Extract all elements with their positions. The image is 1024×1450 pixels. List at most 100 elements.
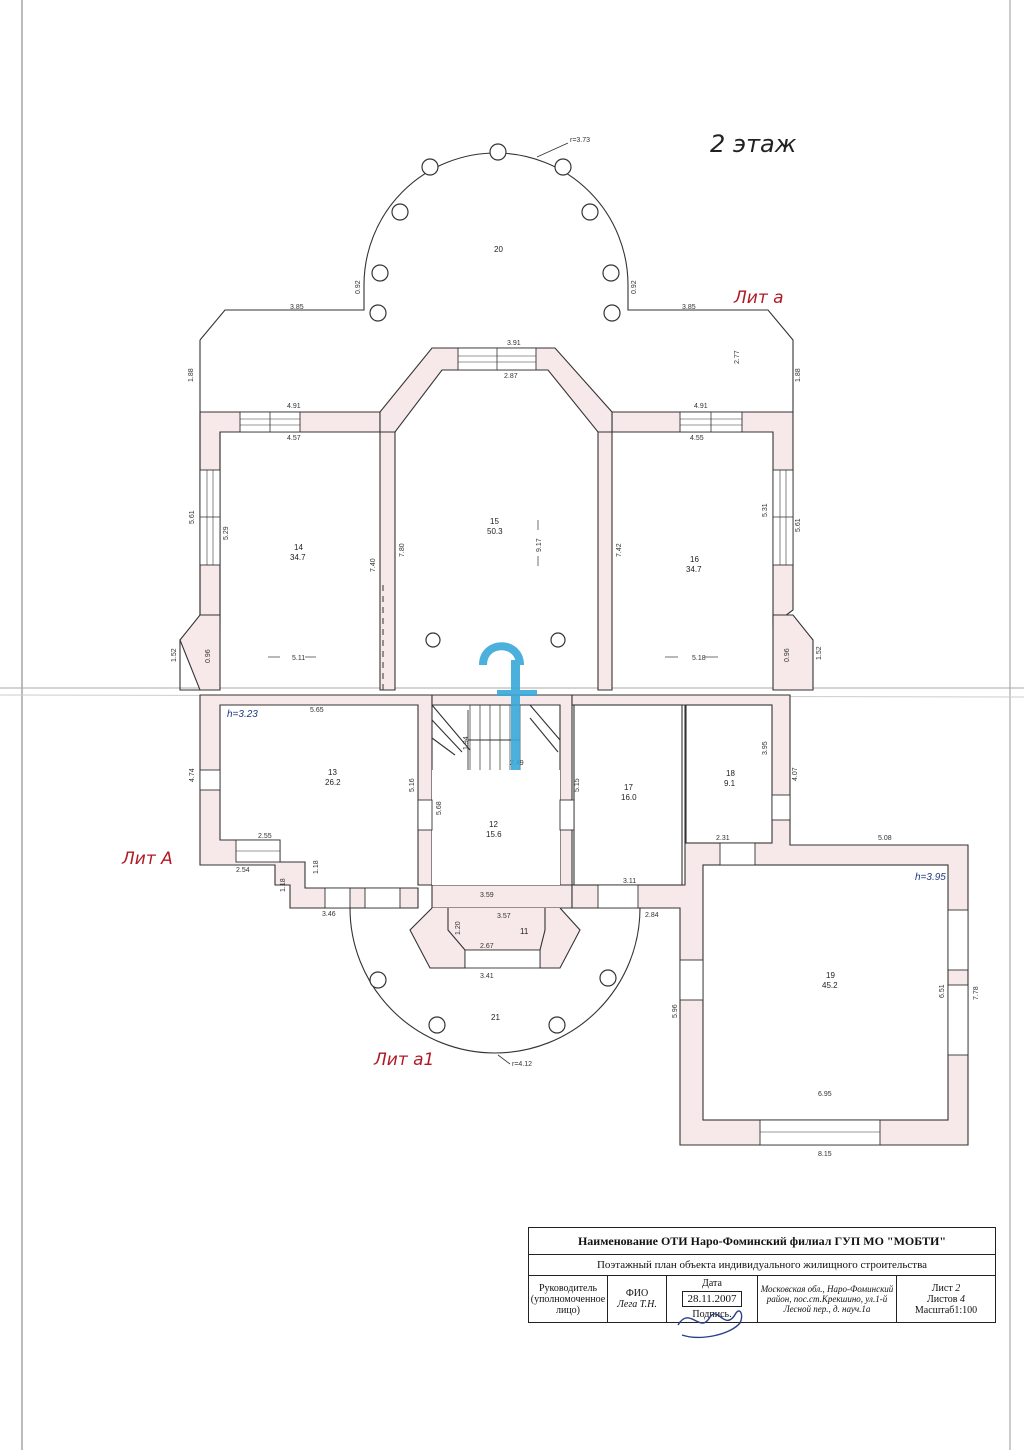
svg-text:7.80: 7.80 (399, 543, 406, 557)
radius-bottom: r=4.12 (512, 1061, 532, 1068)
room-17-num: 17 (624, 783, 633, 792)
svg-text:5.15: 5.15 (574, 778, 581, 792)
room-21-num: 21 (491, 1013, 500, 1022)
label-lit-A: Лит А (121, 849, 173, 869)
svg-text:5.18: 5.18 (692, 655, 706, 662)
column (550, 632, 566, 648)
stamp-role: Руководитель (уполномоченное лицо) (530, 1282, 606, 1316)
room-17-area: 16.0 (621, 793, 637, 802)
svg-text:4.91: 4.91 (694, 403, 708, 410)
svg-text:2.77: 2.77 (734, 350, 741, 364)
stamp-role-cell: Руководитель (уполномоченное лицо) (529, 1276, 608, 1322)
upper-walls (179, 347, 814, 691)
stamp-sheets-value: 4 (960, 1293, 966, 1305)
stamp-sheet-cell: Лист 2 Листов 4 Масштаб1:100 (897, 1276, 995, 1322)
svg-text:3.91: 3.91 (507, 340, 521, 347)
svg-text:7.40: 7.40 (370, 558, 377, 572)
svg-text:3.95: 3.95 (762, 741, 769, 755)
room-15-area: 50.3 (487, 527, 503, 536)
room-14-num: 14 (294, 543, 303, 552)
room-13-num: 13 (328, 768, 337, 777)
room-16-num: 16 (690, 555, 699, 564)
room-13-area: 26.2 (325, 778, 341, 787)
svg-text:2.84: 2.84 (645, 912, 659, 919)
lower-walls (199, 694, 969, 1146)
room-16-area: 34.7 (686, 565, 702, 574)
svg-text:4.74: 4.74 (189, 768, 196, 782)
svg-text:4.07: 4.07 (792, 767, 799, 781)
dimension-ticks (268, 520, 718, 658)
svg-text:6.95: 6.95 (818, 1091, 832, 1098)
svg-text:5.61: 5.61 (795, 518, 802, 532)
stamp-address: Московская обл., Наро-Фоминский район, п… (760, 1284, 894, 1314)
svg-text:5.16: 5.16 (409, 778, 416, 792)
svg-text:6.51: 6.51 (939, 984, 946, 998)
room-18-num: 18 (726, 769, 735, 778)
svg-text:2.31: 2.31 (716, 835, 730, 842)
room-14-area: 34.7 (290, 553, 306, 562)
svg-text:2.54: 2.54 (236, 867, 250, 874)
room-15-num: 15 (490, 517, 499, 526)
windows-lower (199, 769, 969, 1146)
svg-text:1.88: 1.88 (188, 368, 195, 382)
room-labels: 14 34.7 15 50.3 16 34.7 13 26.2 12 15.6 … (290, 517, 838, 1022)
radius-top: r=3.73 (570, 137, 590, 144)
svg-text:1.94: 1.94 (463, 736, 470, 750)
room-21-bay (349, 907, 641, 1054)
dimensions: 3.85 3.85 0.92 0.92 1.88 1.88 3.91 2.87 … (171, 280, 980, 1158)
svg-text:1.18: 1.18 (313, 860, 320, 874)
svg-text:5.08: 5.08 (878, 835, 892, 842)
svg-text:3.59: 3.59 (480, 892, 494, 899)
svg-text:3.85: 3.85 (682, 304, 696, 311)
room-20-bay (199, 143, 794, 412)
signature-mark (677, 1310, 743, 1338)
room-11-num: 11 (520, 927, 529, 936)
svg-text:4.55: 4.55 (690, 435, 704, 442)
title-block: Наименование ОТИ Наро-Фоминский филиал Г… (528, 1227, 996, 1323)
room-11-bay (409, 907, 581, 969)
svg-text:0.96: 0.96 (205, 649, 212, 663)
svg-text:4.57: 4.57 (287, 435, 301, 442)
stamp-fio-cell: ФИО Лега Т.Н. (608, 1276, 667, 1322)
watermark-logo (479, 642, 537, 770)
svg-text:2.55: 2.55 (258, 833, 272, 840)
svg-text:1.18: 1.18 (280, 878, 287, 892)
stamp-address-cell: Московская обл., Наро-Фоминский район, п… (758, 1276, 897, 1322)
label-lit-a1: Лит а1 (373, 1050, 434, 1070)
stamp-date-label: Дата (702, 1278, 722, 1289)
svg-text:1.88: 1.88 (795, 368, 802, 382)
floor-title: 2 этаж (710, 130, 797, 158)
room-12-num: 12 (489, 820, 498, 829)
svg-text:3.57: 3.57 (497, 913, 511, 920)
svg-text:0.96: 0.96 (784, 648, 791, 662)
stamp-sheets-label: Листов (926, 1293, 958, 1305)
svg-text:1.52: 1.52 (816, 646, 823, 660)
svg-text:4.91: 4.91 (287, 403, 301, 410)
svg-text:0.92: 0.92 (631, 280, 638, 294)
svg-text:3.46: 3.46 (322, 911, 336, 918)
svg-text:7.78: 7.78 (973, 986, 980, 1000)
svg-text:1.52: 1.52 (171, 648, 178, 662)
height-lit-A: h=3.23 (227, 709, 258, 720)
svg-text:8.15: 8.15 (818, 1151, 832, 1158)
svg-text:3.41: 3.41 (480, 973, 494, 980)
stamp-header: Наименование ОТИ Наро-Фоминский филиал Г… (529, 1228, 995, 1255)
room-19-num: 19 (826, 971, 835, 980)
svg-text:5.11: 5.11 (292, 655, 305, 662)
label-lit-a: Лит а (733, 288, 784, 308)
room-12-area: 15.6 (486, 830, 502, 839)
stamp-subheader: Поэтажный план объекта индивидуального ж… (529, 1255, 995, 1276)
stamp-fio-value: Лега Т.Н. (617, 1299, 657, 1310)
column (425, 632, 441, 648)
stamp-sheet-label: Лист (931, 1282, 953, 1294)
height-room-19: h=3.95 (915, 872, 946, 883)
svg-text:5.31: 5.31 (762, 503, 769, 517)
windows-upper (199, 347, 794, 566)
svg-text:5.96: 5.96 (672, 1004, 679, 1018)
svg-text:5.65: 5.65 (310, 707, 324, 714)
stamp-date-value: 28.11.2007 (682, 1291, 742, 1307)
room-19-area: 45.2 (822, 981, 838, 990)
svg-text:2.67: 2.67 (480, 943, 494, 950)
svg-text:3.85: 3.85 (290, 304, 304, 311)
